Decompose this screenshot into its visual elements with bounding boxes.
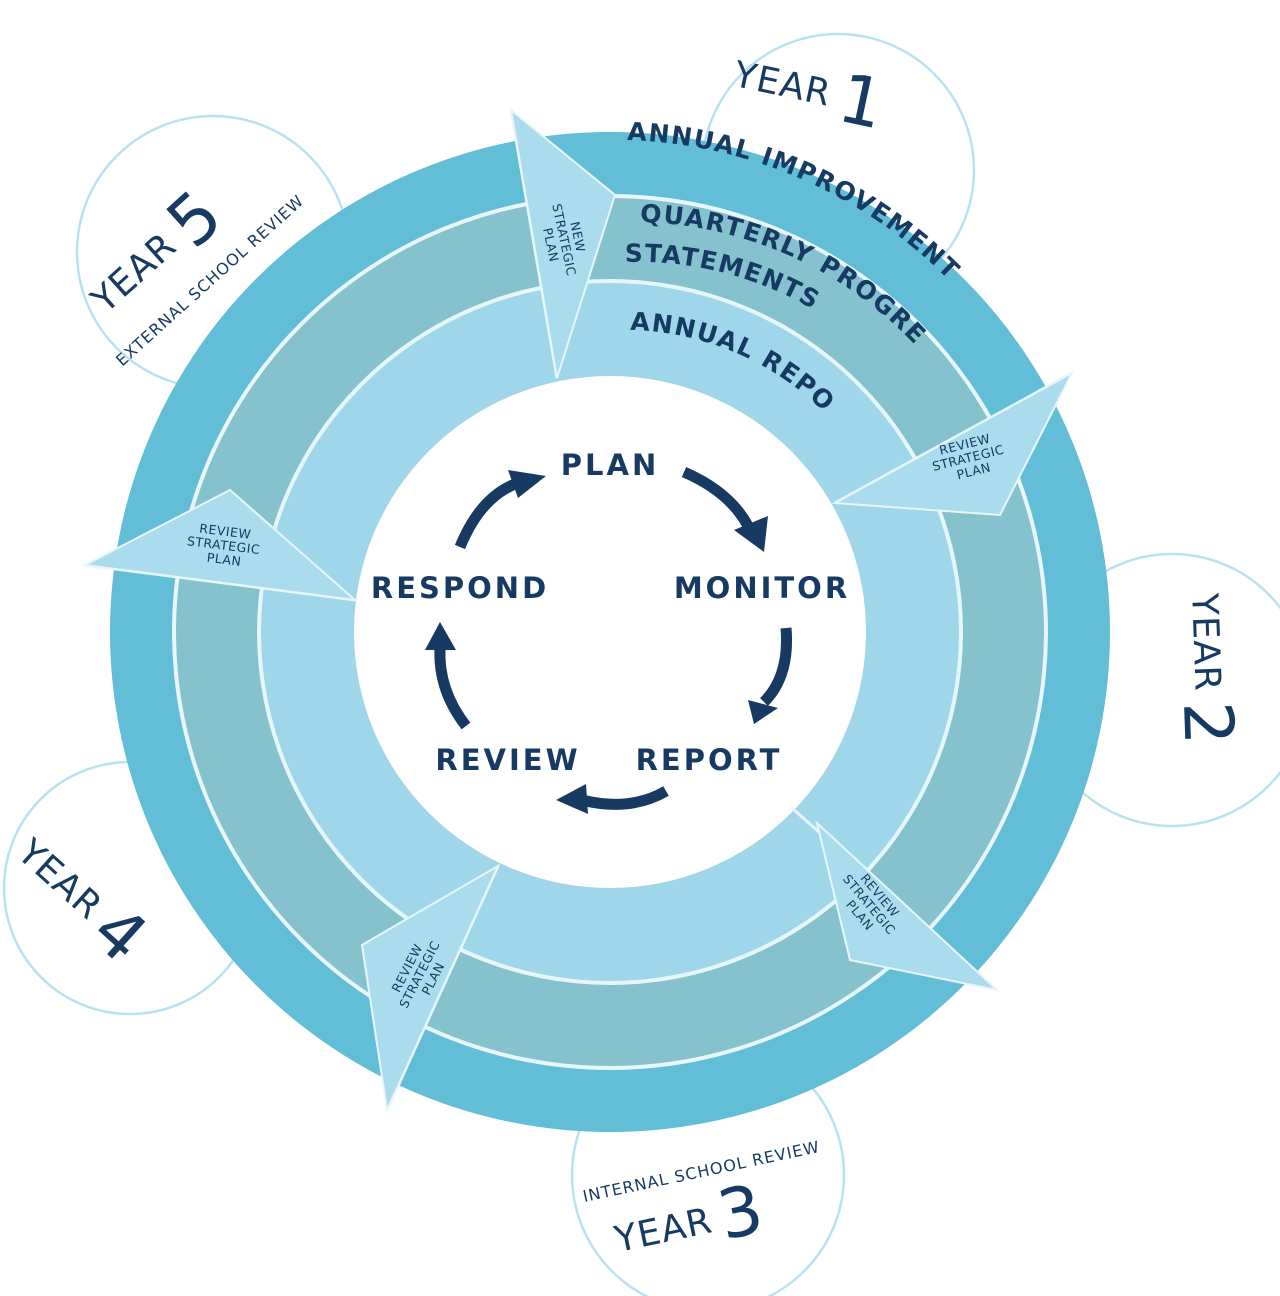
year2-label: YEAR 2	[1167, 592, 1247, 747]
svg-text:2: 2	[1167, 700, 1247, 746]
arrowhead-respond	[425, 622, 456, 650]
cycle-label-plan: PLAN	[561, 448, 659, 482]
marker-review-year3	[815, 820, 1001, 992]
cycle-label-report: REPORT	[636, 743, 783, 777]
arrow-review-to-respond	[434, 647, 471, 730]
arrowhead-report	[748, 700, 778, 724]
arrow-respond-to-plan	[454, 478, 518, 550]
arrowhead-review	[556, 784, 588, 814]
strategic-plan-markers	[81, 107, 1075, 1114]
arrow-monitor-to-report	[759, 627, 792, 706]
arrow-report-to-review	[580, 786, 669, 810]
arrowhead-plan	[508, 470, 546, 498]
cycle-label-monitor: MONITOR	[674, 571, 850, 605]
svg-text:YEAR: YEAR	[1183, 592, 1227, 693]
cycle-labels: PLAN MONITOR REPORT REVIEW RESPOND	[371, 448, 850, 777]
arrowhead-monitor	[734, 516, 768, 552]
marker-new-strategic-plan	[509, 107, 617, 379]
cycle-arrows	[434, 466, 792, 810]
marker-review-year2	[831, 370, 1075, 517]
marker-review-year5	[81, 488, 359, 602]
cycle-label-respond: RESPOND	[371, 571, 549, 605]
cycle-label-review: REVIEW	[435, 743, 580, 777]
marker-review-year4	[360, 863, 501, 1114]
cycle-arrowheads	[425, 470, 778, 814]
arrow-plan-to-monitor	[681, 466, 753, 529]
